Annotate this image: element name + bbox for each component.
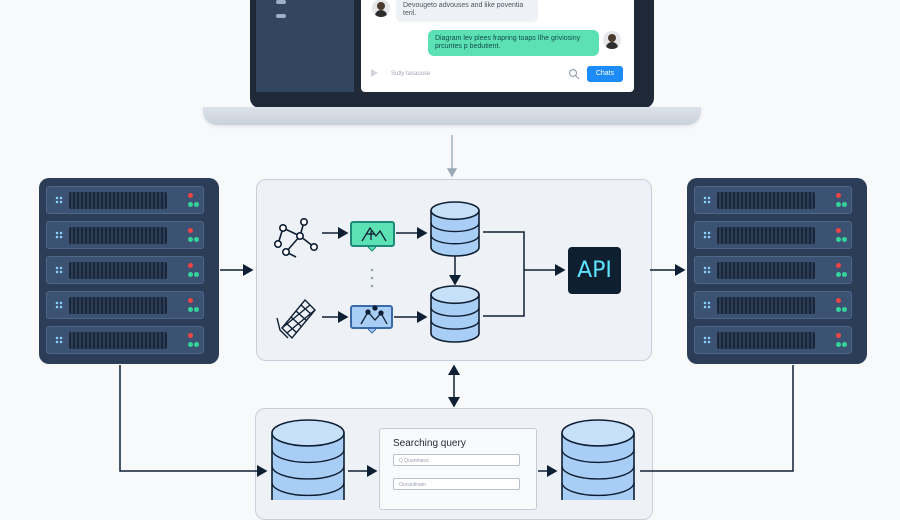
connector-rack-to-db xyxy=(640,365,794,472)
server-unit xyxy=(46,326,204,354)
server-unit xyxy=(46,221,204,249)
arrow-rack-to-db xyxy=(119,365,268,477)
compose-placeholder: Sutly tasaouse xyxy=(391,71,431,77)
diagram-graphics xyxy=(119,135,794,477)
database-icon-bottom[interactable] xyxy=(430,285,480,343)
search-input-secondary[interactable]: Oucantinam xyxy=(393,478,520,490)
api-box[interactable]: API xyxy=(568,247,621,294)
sidebar-item[interactable] xyxy=(276,14,286,18)
server-unit xyxy=(694,326,852,354)
send-button[interactable]: Chats xyxy=(587,66,623,82)
server-unit xyxy=(694,221,852,249)
chat-sidebar xyxy=(256,0,354,92)
server-unit xyxy=(694,186,852,214)
search-input[interactable]: Q Quanmace xyxy=(393,454,520,466)
server-unit xyxy=(46,186,204,214)
tree-graph-icon xyxy=(360,305,388,325)
lattice-icon xyxy=(276,298,316,340)
play-icon[interactable] xyxy=(371,69,378,77)
database-icon-top[interactable] xyxy=(430,201,480,257)
database-icon-right[interactable] xyxy=(561,419,635,500)
server-unit xyxy=(694,256,852,284)
database-icon-left[interactable] xyxy=(271,419,345,500)
search-title: Searching query xyxy=(393,438,466,449)
server-rack-left xyxy=(39,178,219,364)
compose-input[interactable]: Sutly tasaouse xyxy=(369,66,585,82)
incoming-message: Devougeto advouses and like poventia ter… xyxy=(396,0,538,22)
avatar-user-icon xyxy=(372,0,390,17)
database-layer xyxy=(271,201,635,500)
search-card xyxy=(379,428,537,510)
chart-peak-icon xyxy=(361,226,387,242)
server-unit xyxy=(46,256,204,284)
avatar-assistant-icon xyxy=(603,31,621,49)
server-rack-right xyxy=(687,178,867,364)
search-icon[interactable] xyxy=(568,68,580,80)
processing-box-bottom[interactable] xyxy=(350,305,393,329)
laptop-base xyxy=(203,107,701,125)
server-unit xyxy=(694,291,852,319)
outgoing-message: Diagram lev plees frapring toaps Ilhe gr… xyxy=(428,30,599,56)
sidebar-item[interactable] xyxy=(276,0,286,4)
network-graph-icon xyxy=(273,218,318,258)
server-unit xyxy=(46,291,204,319)
